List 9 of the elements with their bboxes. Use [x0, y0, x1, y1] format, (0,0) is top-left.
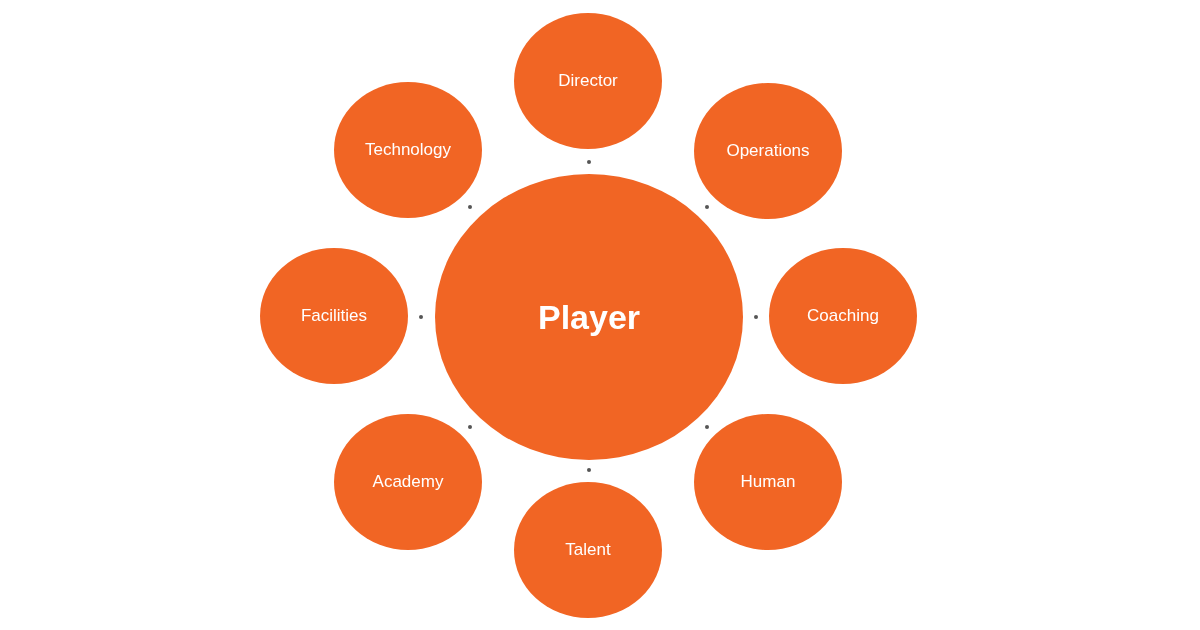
node-label: Coaching — [807, 306, 879, 326]
node-label: Technology — [365, 140, 451, 160]
node-label: Talent — [565, 540, 611, 560]
node-label: Player — [537, 297, 641, 337]
node-label: Director — [558, 71, 618, 91]
node-label: Human — [740, 472, 796, 492]
node-label: Facilities — [300, 306, 368, 326]
node-label: Academy — [372, 472, 444, 492]
node-label: Operations — [726, 141, 810, 161]
